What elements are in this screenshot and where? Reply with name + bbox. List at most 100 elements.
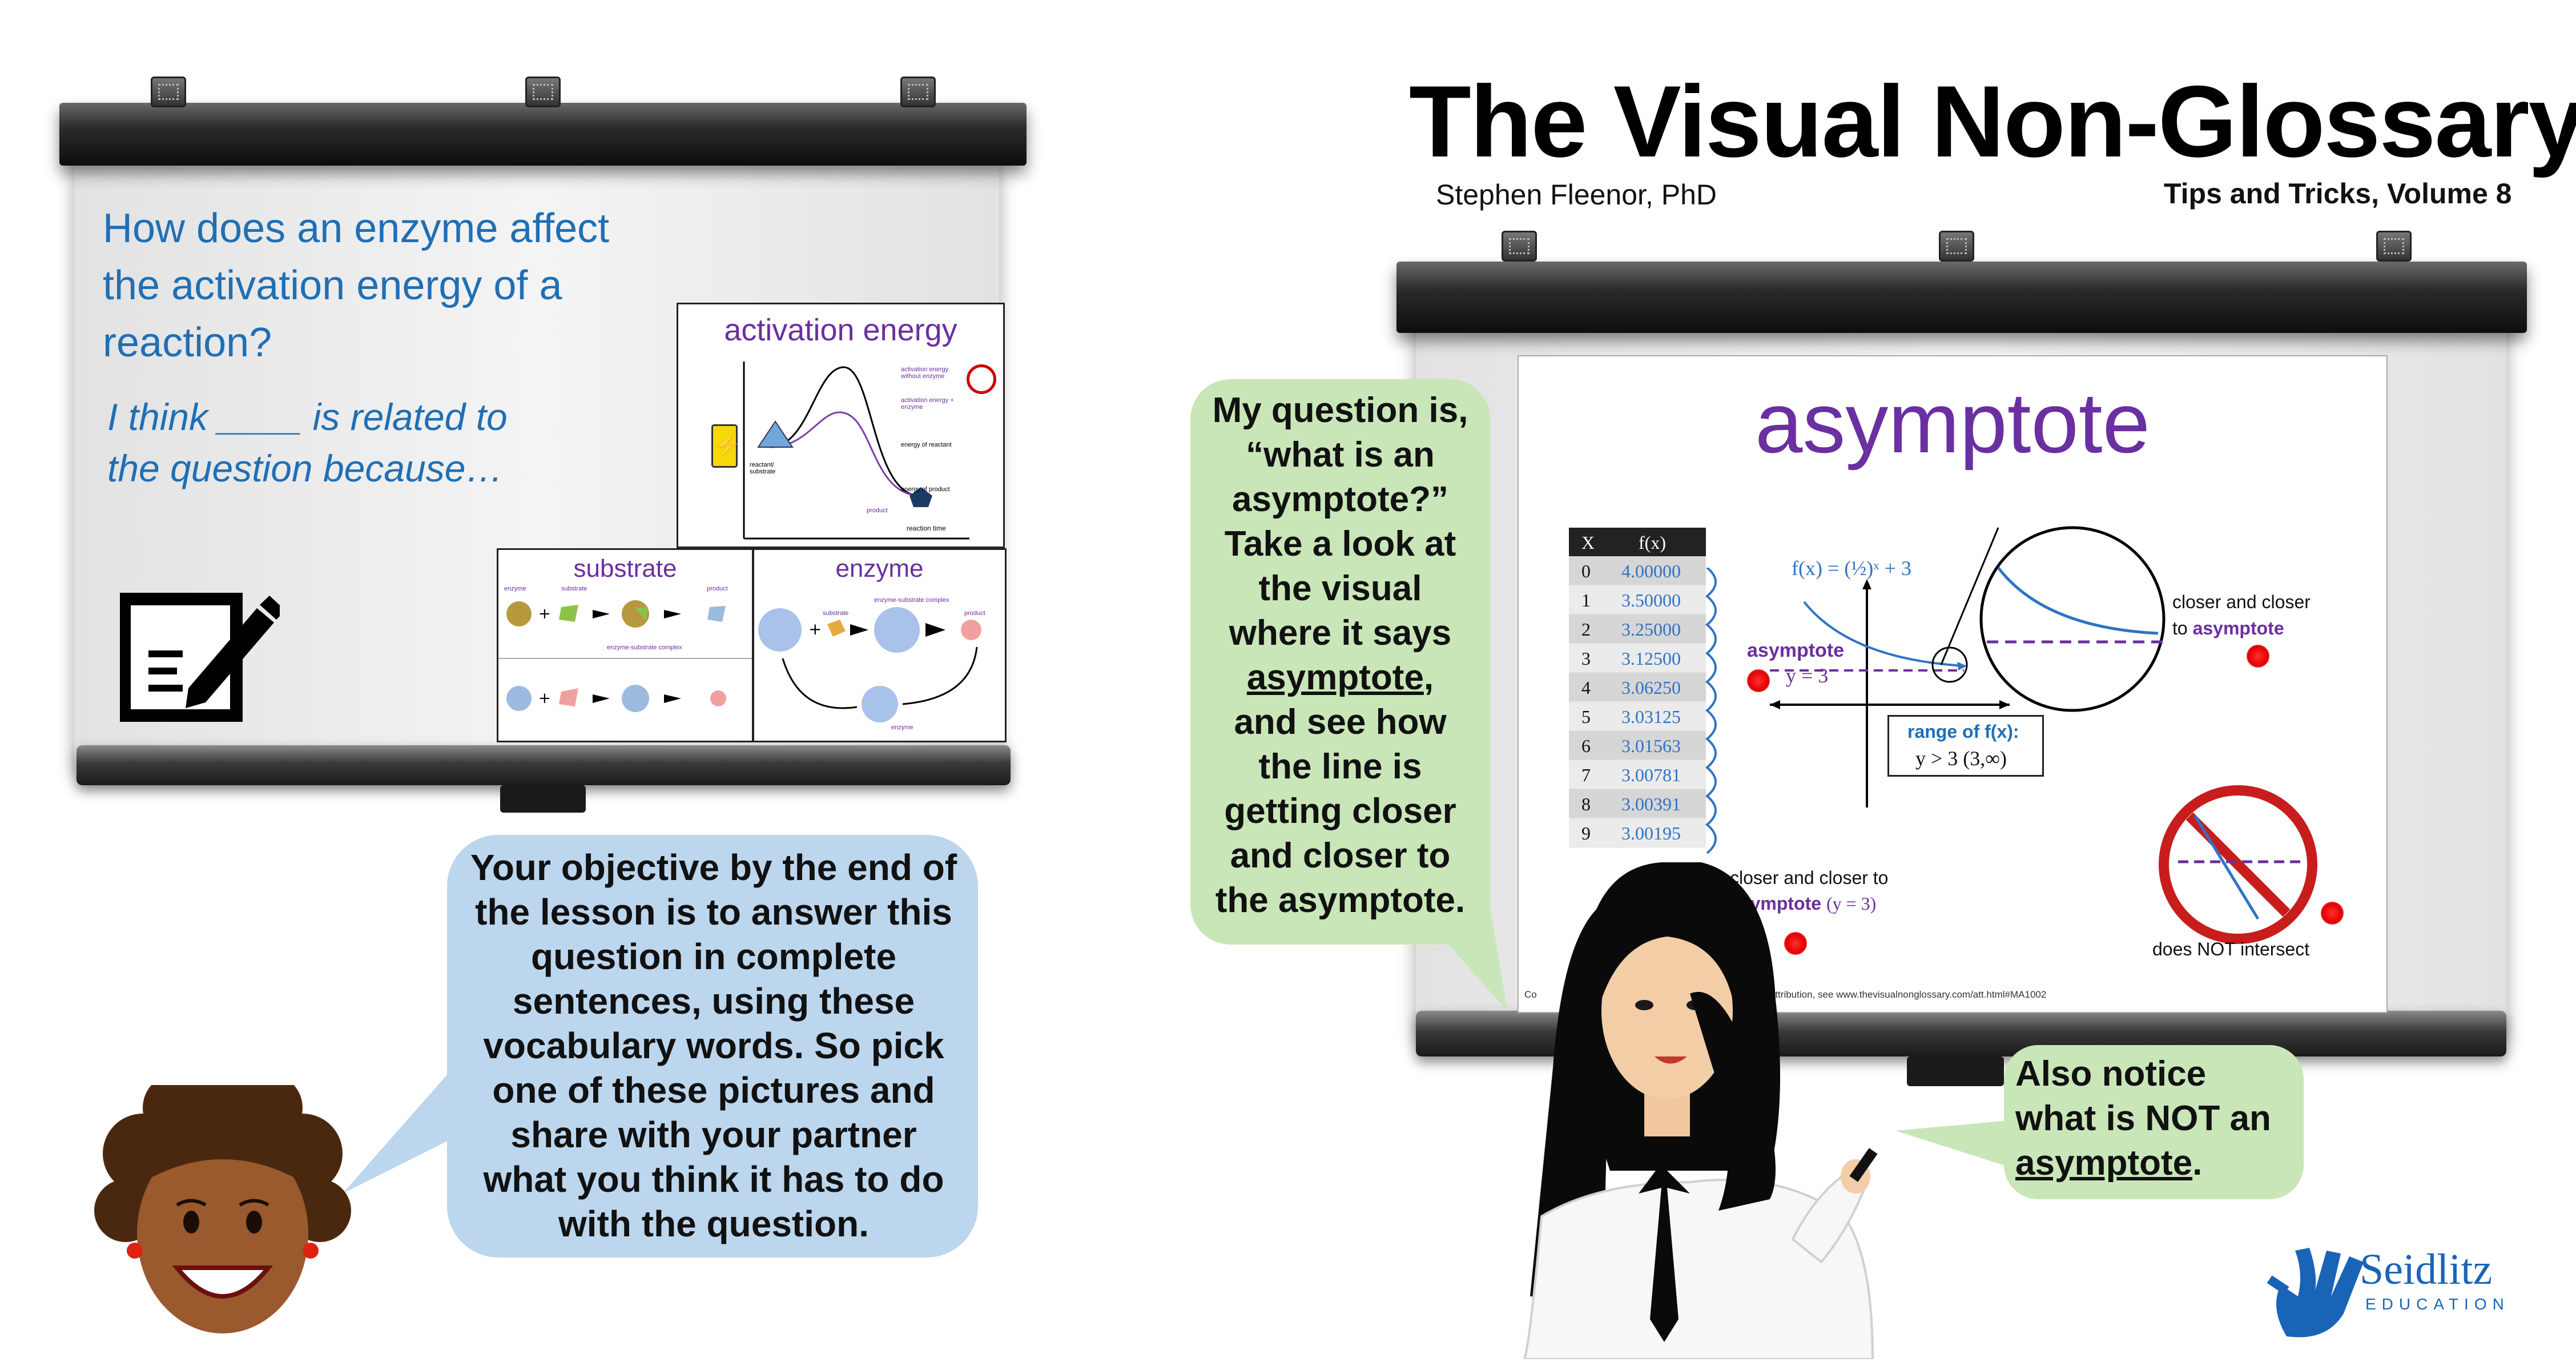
author: Stephen Fleenor, PhD [1436, 179, 1717, 211]
seidlitz-hand-logo-icon [2267, 1248, 2364, 1337]
right-screen-top-bar [1396, 262, 2527, 333]
notice-line: Also notice [2015, 1054, 2207, 1094]
objective-speech-bubble [447, 835, 978, 1257]
sentence-stem: I think ____ is related to the question … [107, 396, 508, 489]
table-header-x: X [1581, 532, 1595, 553]
label-product: product [707, 585, 728, 592]
underlined-word: asymptote [2015, 1143, 2193, 1183]
notice-speech-bubble [2004, 1045, 2304, 1199]
student-line: and closer to [1230, 836, 1451, 875]
label-ae-without: activation energy without enzyme [901, 366, 949, 380]
right-clip-3 [2376, 231, 2412, 262]
label-energy-reactant: energy of reactant [901, 441, 952, 448]
table-cell-fx: 3.01563 [1621, 736, 1681, 756]
left-clip-1 [151, 77, 186, 107]
substrate-card[interactable]: substrate + + enzyme substrate product e… [497, 548, 754, 742]
enzyme-card[interactable]: enzyme + substrate enzyme-substrate comp… [752, 548, 1007, 742]
table-cell-x: 8 [1581, 794, 1591, 814]
label-product: product [867, 507, 888, 514]
notice-speech-text: Also notice what is NOT an asymptote. [2015, 1052, 2301, 1186]
table-row: 2 3.25000 [1569, 614, 1706, 643]
does-not-intersect-label: does NOT intersect [2152, 939, 2310, 959]
student-line: getting closer [1224, 792, 1456, 831]
student-line: where it says [1229, 613, 1452, 653]
closer-top-line2: to asymptote [2172, 618, 2284, 639]
card-title: substrate [573, 555, 677, 582]
notice-punct: . [2192, 1143, 2203, 1183]
function-label: f(x) = (½)ˣ + 3 [1792, 557, 1911, 580]
asymptote-graph [1770, 579, 2010, 807]
seidlitz-logo: Seidlitz EDUCATION [2264, 1194, 2538, 1342]
table-cell-fx: 3.06250 [1621, 677, 1681, 698]
table-cell-fx: 3.12500 [1621, 648, 1681, 669]
label-complex: enzyme-substrate complex [607, 644, 682, 651]
svg-text:+: + [808, 620, 822, 638]
table-row: 7 3.00781 [1569, 760, 1706, 789]
label-substrate: substrate [561, 585, 587, 592]
label-substrate: substrate [823, 610, 849, 617]
presenter-figure [1473, 828, 1907, 1360]
table-cell-fx: 4.00000 [1621, 561, 1681, 581]
table-cell-x: 0 [1581, 561, 1591, 581]
no-intersect-icon [2159, 785, 2317, 944]
card-title: activation energy [724, 313, 957, 347]
copyright-b: LLC. For image attribution, see www.thev… [1700, 989, 2047, 1000]
table-cell-fx: 3.25000 [1621, 619, 1681, 640]
student-punct: , [1423, 658, 1434, 697]
closer-top-line1: closer and closer [2172, 592, 2311, 612]
left-screen-handle [500, 785, 586, 813]
table-cell-fx: 3.00195 [1621, 823, 1681, 843]
table-cell-fx: 3.00781 [1621, 765, 1681, 785]
student-line: asymptote, [1196, 656, 1484, 700]
right-screen-handle [1907, 1056, 2004, 1086]
right-clip-1 [1502, 231, 1537, 262]
table-cell-fx: 3.03125 [1621, 706, 1681, 727]
activation-energy-card[interactable]: activation energy ⚡ activation energy wi… [677, 303, 1005, 548]
table-row: 9 3.00195 [1569, 818, 1706, 847]
energy-diagram [743, 361, 969, 540]
table-cell-x: 2 [1581, 619, 1591, 640]
lesson-question: How does an enzyme affect the activation… [103, 206, 610, 365]
label-reactant: reactant/ substrate [750, 461, 776, 475]
battery-icon: ⚡ [711, 424, 742, 468]
right-clip-2 [1939, 231, 1974, 262]
card-title: enzyme [835, 555, 924, 582]
range-value: y > 3 (3,∞) [1915, 747, 2007, 770]
table-cell-x: 6 [1581, 736, 1591, 756]
table-row: 6 3.01563 [1569, 731, 1706, 760]
asymptote-label: asymptote [1747, 640, 1845, 661]
label-product: product [964, 610, 985, 617]
closer-bottom-eq: (y = 3) [1826, 893, 1877, 914]
table-cell-x: 7 [1581, 765, 1591, 785]
copyright-a: Co [1524, 989, 1537, 1000]
table-cell-x: 4 [1581, 677, 1591, 698]
no-symbol-icon [967, 364, 996, 394]
slide-word: asymptote [1755, 375, 2150, 471]
table-brackets [1705, 568, 1717, 854]
table-row: 0 4.00000 [1569, 556, 1706, 585]
substrate-diagram: + + [498, 600, 752, 712]
table-cell-x: 3 [1581, 648, 1591, 669]
left-screen-top-bar [59, 103, 1027, 166]
notice-bubble-tail [1895, 1119, 2021, 1171]
objective-text: Your objective by the end of the lesson … [470, 847, 957, 1244]
notice-line: what is NOT an [2015, 1099, 2271, 1138]
left-screen-bottom-bar [77, 745, 1011, 785]
page-title: The Visual Non-Glossary [1409, 65, 2576, 178]
zoom-circle [1979, 526, 2166, 712]
underlined-word: asymptote [1246, 658, 1424, 697]
left-clip-2 [525, 77, 561, 107]
student-line: the line is [1258, 747, 1422, 786]
logo-sub: EDUCATION [2365, 1295, 2510, 1313]
logo-name: Seidlitz [2360, 1246, 2493, 1293]
student-line: Take a look at [1224, 524, 1456, 564]
svg-text:+: + [538, 605, 551, 622]
student-line: the asymptote. [1215, 881, 1466, 920]
label-ae-with: activation energy + enzyme [901, 397, 954, 411]
table-cell-x: 9 [1581, 823, 1591, 843]
volume-label: Tips and Tricks, Volume 8 [2164, 178, 2512, 210]
label-enzyme: enzyme [504, 585, 526, 592]
